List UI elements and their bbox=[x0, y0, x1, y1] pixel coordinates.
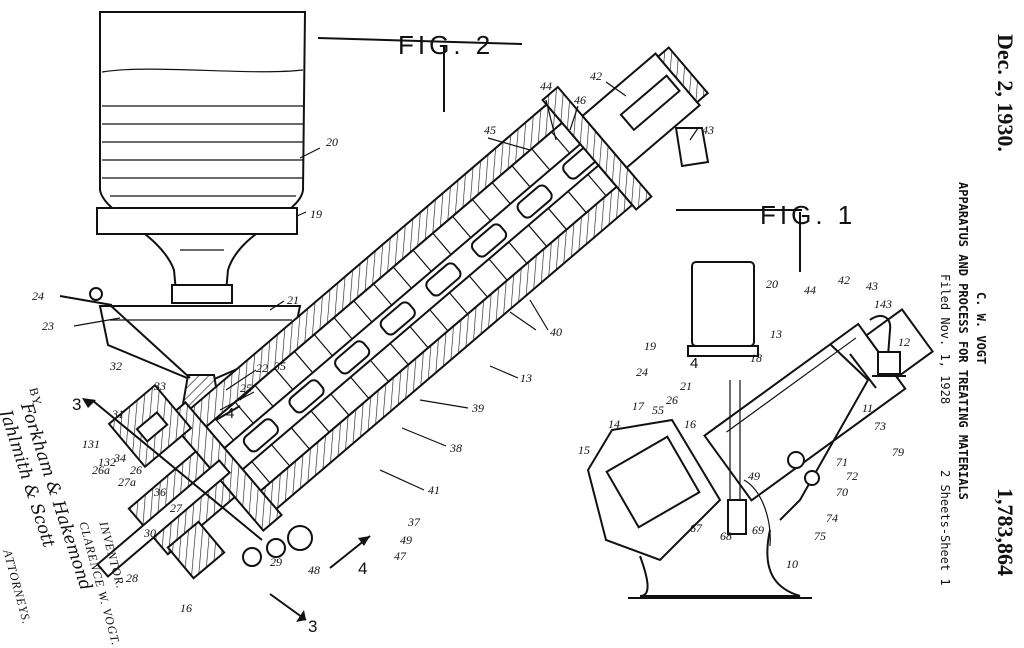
fig2-title: FIG. 2 bbox=[398, 30, 494, 60]
fig1-ref-71: 71 bbox=[836, 455, 848, 469]
fig1-ref-24: 24 bbox=[636, 365, 648, 379]
ref-27: 27 bbox=[170, 501, 183, 515]
patent-sheets: 2 Sheets-Sheet 1 bbox=[938, 470, 952, 586]
patent-date: Dec. 2, 1930. bbox=[992, 34, 1018, 152]
fig1-ref-21: 21 bbox=[680, 379, 692, 393]
fig1-bottle-collar bbox=[688, 346, 758, 356]
ref-38: 38 bbox=[449, 441, 462, 455]
fig1-ref-19: 19 bbox=[644, 339, 656, 353]
fig1-ref-75: 75 bbox=[814, 529, 826, 543]
fig1-title: FIG. 1 bbox=[760, 200, 856, 230]
section-3-top: 3 bbox=[72, 395, 81, 414]
fig1-ref-42: 42 bbox=[838, 273, 850, 287]
fig1-ref-44: 44 bbox=[804, 283, 816, 297]
ref-44: 44 bbox=[540, 79, 552, 93]
ref-25: 25 bbox=[240, 381, 252, 395]
patent-filed-date: Filed Nov. 1, 1928 bbox=[938, 274, 952, 404]
ref-26a: 26a bbox=[92, 463, 110, 477]
patent-title: APPARATUS AND PROCESS FOR TREATING MATER… bbox=[956, 182, 970, 500]
ref-19: 19 bbox=[310, 207, 322, 221]
section-4-bottom: 4 bbox=[358, 559, 367, 578]
drive-end bbox=[168, 522, 312, 578]
ref-27a: 27a bbox=[118, 475, 136, 489]
ref-16: 16 bbox=[180, 601, 192, 615]
ref-49: 49 bbox=[400, 533, 412, 547]
section-3-bottom: 3 bbox=[308, 617, 317, 636]
fig1-ref-49: 49 bbox=[748, 469, 760, 483]
ref-23: 23 bbox=[42, 319, 54, 333]
ref-46: 46 bbox=[574, 93, 586, 107]
ref-45: 45 bbox=[484, 123, 496, 137]
fig1-ref-43: 43 bbox=[866, 279, 878, 293]
section-4-top: 4 bbox=[226, 405, 234, 422]
fig1-ref-72: 72 bbox=[846, 469, 858, 483]
fig1-ref-68: 68 bbox=[720, 529, 732, 543]
ref-29: 29 bbox=[270, 555, 282, 569]
fig1-ref-13: 13 bbox=[770, 327, 782, 341]
fig1-ref-12: 12 bbox=[898, 335, 910, 349]
ref-24: 24 bbox=[32, 289, 44, 303]
fig1-ref-67: 67 bbox=[690, 521, 703, 535]
ref-40: 40 bbox=[550, 325, 562, 339]
ref-131: 131 bbox=[82, 437, 100, 451]
ref-39: 39 bbox=[471, 401, 484, 415]
ref-48: 48 bbox=[308, 563, 320, 577]
fig1-ref-69: 69 bbox=[752, 523, 764, 537]
ref-22: 22 bbox=[256, 361, 268, 375]
ref-21: 21 bbox=[287, 293, 299, 307]
figure-1: FIG. 1 20 44 42 bbox=[578, 200, 941, 598]
fig1-bottle bbox=[692, 262, 754, 346]
fig1-ref-79: 79 bbox=[892, 445, 904, 459]
fig1-ref-70: 70 bbox=[836, 485, 848, 499]
fig1-ref-55: 55 bbox=[652, 403, 664, 417]
fig1-ref-11: 11 bbox=[862, 401, 873, 415]
fig1-ref-14: 14 bbox=[608, 417, 620, 431]
ref-30: 30 bbox=[143, 526, 156, 540]
ref-13: 13 bbox=[520, 371, 532, 385]
ref-47: 47 bbox=[394, 549, 407, 563]
fig1-section-4: 4 bbox=[690, 355, 698, 372]
fig1-ref-74: 74 bbox=[826, 511, 838, 525]
patent-inventor-header: C. W. VOGT bbox=[974, 292, 988, 364]
ref-35: 35 bbox=[273, 359, 286, 373]
ref-43: 43 bbox=[702, 123, 714, 137]
fig1-ref-18: 18 bbox=[750, 351, 762, 365]
ref-26: 26 bbox=[130, 463, 142, 477]
fig1-ref-73: 73 bbox=[874, 419, 886, 433]
ref-37: 37 bbox=[407, 515, 421, 529]
supply-bottle bbox=[97, 12, 305, 303]
ref-41: 41 bbox=[428, 483, 440, 497]
fig1-ref-17: 17 bbox=[632, 399, 645, 413]
fig1-ref-15: 15 bbox=[578, 443, 590, 457]
ref-20: 20 bbox=[326, 135, 338, 149]
fig1-ref-16: 16 bbox=[684, 417, 696, 431]
fig1-ref-20: 20 bbox=[766, 277, 778, 291]
fig1-ref-26: 26 bbox=[666, 393, 678, 407]
ref-42: 42 bbox=[590, 69, 602, 83]
ref-32: 32 bbox=[109, 359, 122, 373]
ref-31: 31 bbox=[111, 407, 124, 421]
ref-34: 34 bbox=[113, 451, 126, 465]
ref-33: 33 bbox=[153, 379, 166, 393]
patent-number: 1,783,864 bbox=[992, 488, 1018, 576]
ref-36: 36 bbox=[153, 485, 166, 499]
fig1-ref-143: 143 bbox=[874, 297, 892, 311]
fig1-ref-10: 10 bbox=[786, 557, 798, 571]
ref-28: 28 bbox=[126, 571, 138, 585]
